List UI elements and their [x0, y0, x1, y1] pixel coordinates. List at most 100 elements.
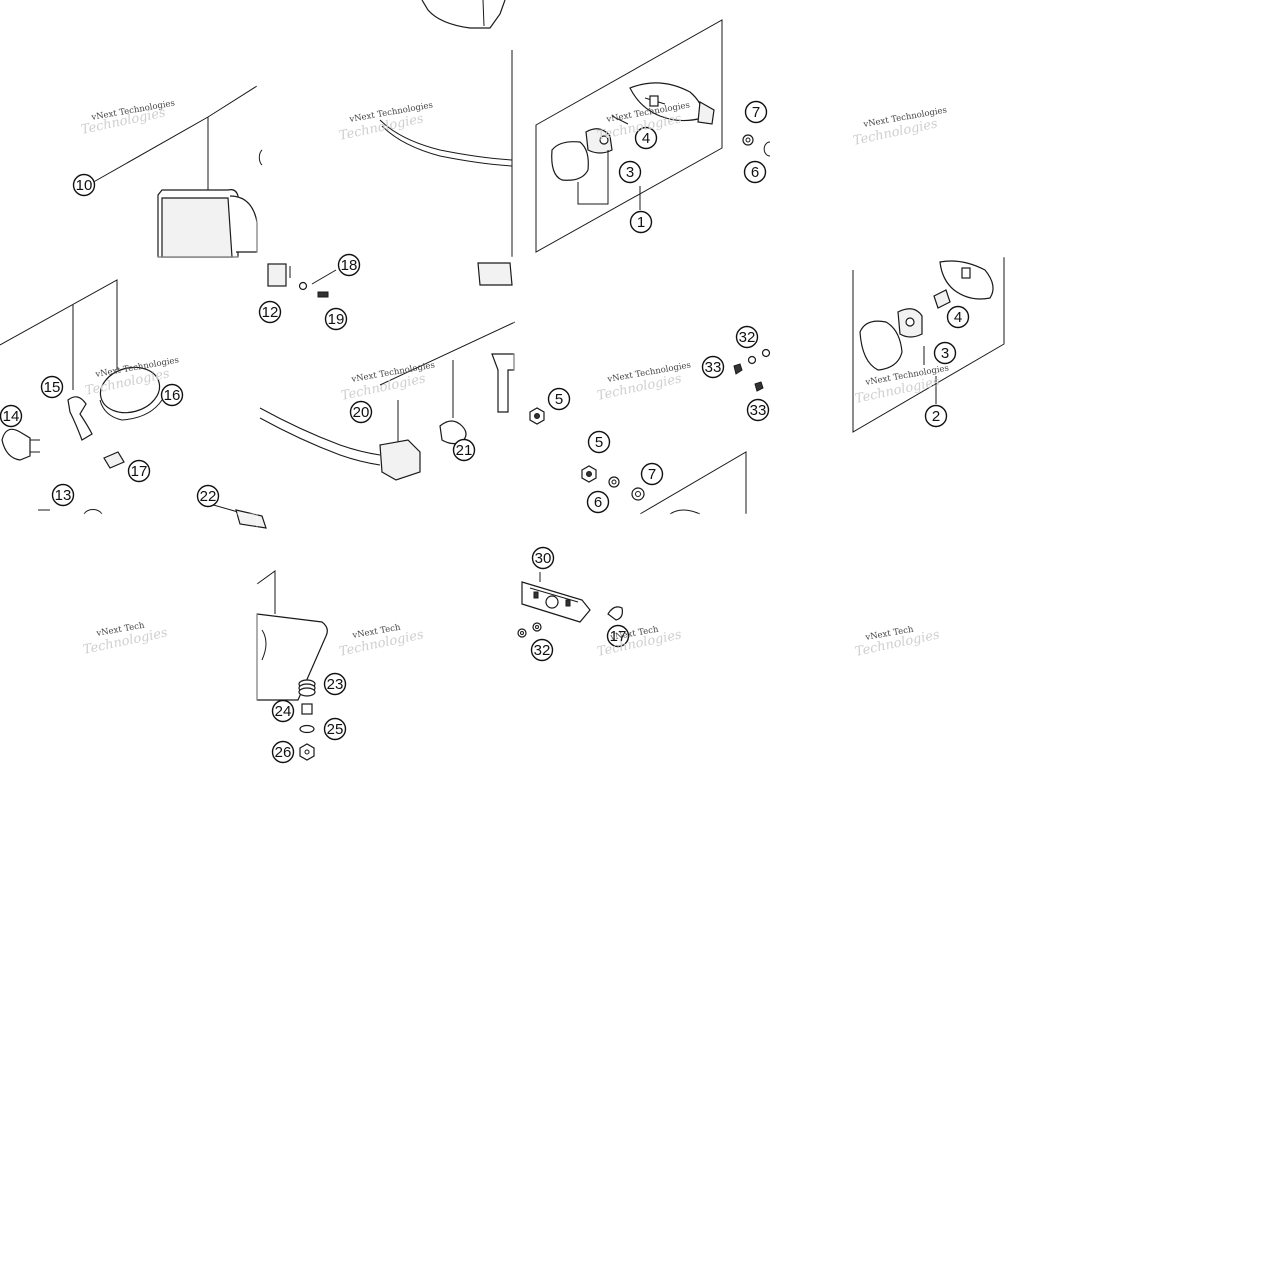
callout-4: 4: [634, 126, 658, 150]
callout-number: 30: [535, 550, 552, 567]
wiring-harness-upper: [379, 50, 513, 286]
turn-signal-hardware-middle: [581, 348, 771, 515]
mirror-bracket: [491, 353, 545, 425]
callout-6: 6: [586, 490, 610, 514]
callout-23: 23: [323, 672, 347, 696]
callout-number: 5: [595, 434, 603, 451]
callout-number: 3: [626, 164, 634, 181]
callout-ring: [629, 210, 653, 234]
callout-16: 16: [160, 383, 184, 407]
watermark-10: Technologies vNext Tech: [338, 623, 426, 660]
callout-5: 5: [547, 387, 571, 411]
callout-ring: [701, 355, 725, 379]
callout-ring: [547, 387, 571, 411]
callout-number: 32: [534, 642, 551, 659]
callout-number: 5: [555, 391, 563, 408]
callout-number: 1: [637, 214, 645, 231]
callout-ring: [452, 438, 476, 462]
callout-number: 10: [76, 177, 93, 194]
callout-17: 17: [606, 624, 630, 648]
callout-13: 13: [51, 483, 75, 507]
callout-number: 15: [44, 379, 61, 396]
callout-7: 7: [640, 462, 664, 486]
callout-number: 23: [327, 676, 344, 693]
callout-2: 2: [924, 404, 948, 428]
callout-3: 3: [618, 160, 642, 184]
callout-10: 10: [72, 173, 96, 197]
callout-ring: [160, 383, 184, 407]
callout-number: 33: [705, 359, 722, 376]
callout-ring: [271, 699, 295, 723]
callout-ring: [606, 624, 630, 648]
callout-ring: [618, 160, 642, 184]
watermark-9: Technologies vNext Tech: [82, 621, 170, 658]
callout-number: 3: [941, 345, 949, 362]
callout-number: 17: [131, 463, 148, 480]
watermark-8: Technologies vNext Technologies: [854, 363, 950, 406]
callout-ring: [640, 462, 664, 486]
callout-number: 6: [751, 164, 759, 181]
callout-7: 7: [744, 100, 768, 124]
callout-1: 1: [629, 210, 653, 234]
tail-light-housing: [256, 570, 328, 701]
callout-ring: [349, 400, 373, 424]
turn-signal-assembly-rear: [852, 257, 1005, 433]
callout-14: 14: [0, 404, 23, 428]
watermark-2: Technologies vNext Technologies: [338, 100, 434, 143]
callout-number: 16: [164, 387, 181, 404]
callout-number: 18: [341, 257, 358, 274]
callout-number: 22: [200, 488, 217, 505]
bulb-socket-and-harness: [209, 321, 516, 529]
callout-6: 6: [743, 160, 767, 184]
callout-number: 7: [648, 466, 656, 483]
callout-number: 21: [456, 442, 473, 459]
callout-18: 18: [337, 253, 361, 277]
callout-ring: [271, 740, 295, 764]
callout-ring: [337, 253, 361, 277]
callout-number: 6: [594, 494, 602, 511]
callout-12: 12: [258, 300, 282, 324]
callout-number: 4: [642, 130, 650, 147]
callout-number: 2: [932, 408, 940, 425]
callout-21: 21: [452, 438, 476, 462]
callout-number: 25: [327, 721, 344, 738]
callout-30: 30: [531, 546, 555, 570]
callout-32: 32: [530, 638, 554, 662]
mounting-hardware-stack: [298, 679, 316, 761]
callout-15: 15: [40, 375, 64, 399]
callout-ring: [72, 173, 96, 197]
callout-ring: [924, 404, 948, 428]
watermark-7: Technologies vNext Technologies: [596, 360, 692, 403]
callout-number: 7: [752, 104, 760, 121]
callout-ring: [746, 398, 770, 422]
callout-ring: [634, 126, 658, 150]
callout-number: 4: [954, 309, 962, 326]
headlamp-bulb-assembly: [0, 279, 163, 515]
callout-number: 26: [275, 744, 292, 761]
headlamp-mounting-bracket: [267, 263, 337, 298]
watermark-1: Technologies vNext Technologies: [80, 98, 176, 137]
callout-25: 25: [323, 717, 347, 741]
tile-seams: [0, 0, 1029, 772]
headlamp-lens-top: [421, 0, 506, 29]
callout-number: 14: [3, 408, 20, 425]
callout-26: 26: [271, 740, 295, 764]
callout-number: 20: [353, 404, 370, 421]
callout-5: 5: [587, 430, 611, 454]
callout-33: 33: [701, 355, 725, 379]
callout-ring: [735, 325, 759, 349]
callout-ring: [196, 484, 220, 508]
callout-ring: [323, 717, 347, 741]
watermark-4: Technologies vNext Technologies: [852, 105, 948, 148]
callout-24: 24: [271, 699, 295, 723]
callout-17: 17: [127, 459, 151, 483]
callout-ring: [946, 305, 970, 329]
turn-signal-assembly-front: [535, 19, 771, 253]
callout-number: 17: [610, 628, 627, 645]
callout-number: 33: [750, 402, 767, 419]
callout-ring: [531, 546, 555, 570]
watermark-6: Technologies vNext Technologies: [340, 360, 436, 403]
